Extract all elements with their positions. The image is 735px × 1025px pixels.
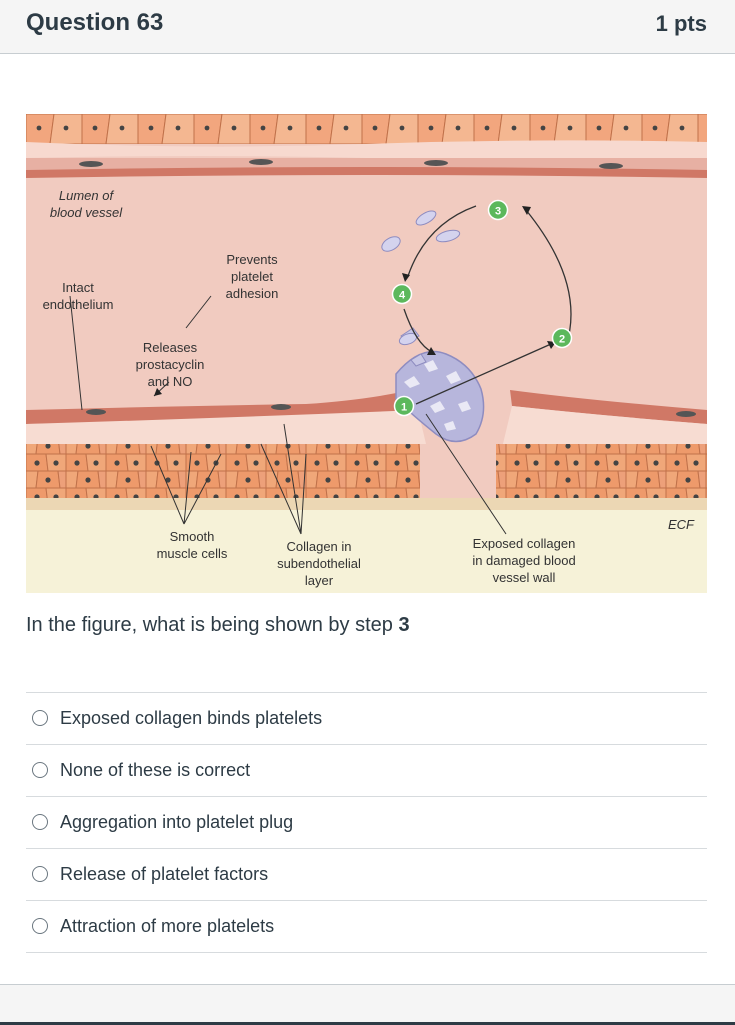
step-1-number: 1 (401, 402, 407, 414)
question-points: 1 pts (655, 11, 707, 36)
label-prevents-1: Prevents (226, 252, 278, 267)
label-ecf: ECF (668, 517, 695, 532)
answer-label: Aggregation into platelet plug (60, 812, 294, 832)
question-text: In the figure, what is being shown by st… (26, 614, 410, 637)
label-collagen-2: subendothelial (277, 556, 361, 571)
label-collagen-1: Collagen in (286, 539, 351, 554)
question-title: Question 63 (26, 9, 164, 36)
step-3-badge (487, 199, 509, 221)
label-exposed-3: vessel wall (493, 570, 556, 585)
answer-label: Attraction of more platelets (60, 916, 275, 936)
question-footer (0, 984, 735, 1025)
label-smooth-2: muscle cells (157, 546, 228, 561)
question-text-body: In the figure, what is being shown by st… (26, 614, 399, 636)
label-prevents-2: platelet (231, 269, 273, 284)
answer-option[interactable]: None of these is correct (26, 745, 707, 797)
label-lumen-2: blood vessel (50, 205, 123, 220)
question-header: Question 63 1 pts (0, 0, 735, 54)
step-1-badge (393, 395, 415, 417)
label-intact-2: endothelium (43, 297, 114, 312)
label-lumen-1: Lumen of (59, 188, 115, 203)
step-2-badge (551, 327, 573, 349)
radio-button[interactable] (32, 814, 48, 830)
answer-label: None of these is correct (60, 760, 251, 780)
label-releases-1: Releases (143, 340, 198, 355)
answer-option[interactable]: Attraction of more platelets (26, 901, 707, 953)
label-collagen-3: layer (305, 573, 334, 588)
step-3-number: 3 (495, 206, 501, 218)
answer-option[interactable]: Exposed collagen binds platelets (26, 693, 707, 745)
label-exposed-1: Exposed collagen (473, 536, 576, 551)
answer-list: Exposed collagen binds platelets None of… (26, 692, 707, 953)
platelet-plug-figure: 3 4 2 1 Lumen of blood vessel Intact end… (26, 114, 707, 593)
answer-label: Release of platelet factors (60, 864, 269, 884)
question-step-number: 3 (398, 614, 410, 636)
label-releases-2: prostacyclin (136, 357, 205, 372)
label-prevents-3: adhesion (226, 286, 279, 301)
radio-button[interactable] (32, 710, 48, 726)
figure-illustration: 3 4 2 1 Lumen of blood vessel Intact end… (26, 114, 707, 593)
radio-button[interactable] (32, 918, 48, 934)
answer-label: Exposed collagen binds platelets (60, 708, 323, 728)
answer-option[interactable]: Aggregation into platelet plug (26, 797, 707, 849)
answer-option[interactable]: Release of platelet factors (26, 849, 707, 901)
label-intact-1: Intact (62, 280, 94, 295)
step-4-number: 4 (399, 290, 406, 302)
label-releases-3: and NO (148, 374, 193, 389)
step-2-number: 2 (559, 334, 565, 346)
radio-button[interactable] (32, 866, 48, 882)
label-exposed-2: in damaged blood (472, 553, 575, 568)
label-smooth-1: Smooth (170, 529, 215, 544)
radio-button[interactable] (32, 762, 48, 778)
step-4-badge (391, 283, 413, 305)
